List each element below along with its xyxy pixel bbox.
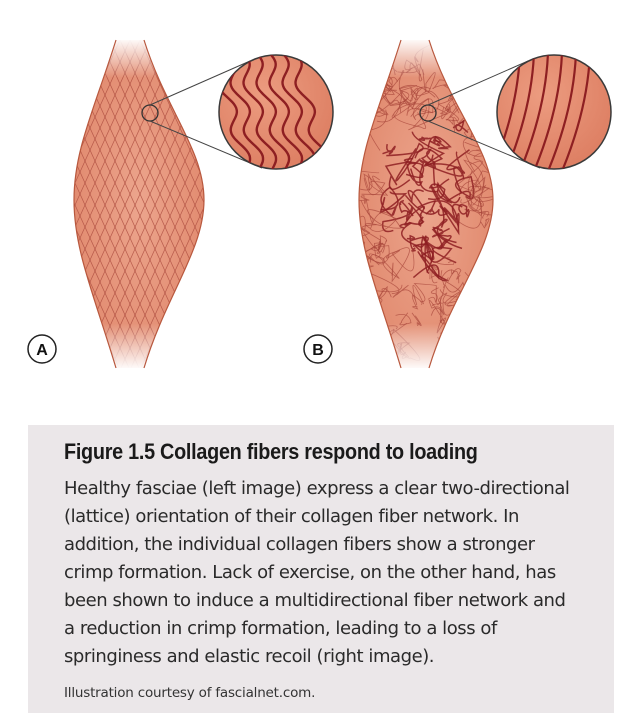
illustration-credit: Illustration courtesy of fascialnet.com. — [64, 685, 316, 701]
panel-label-a: A — [27, 334, 57, 364]
disorganized-fascia-panel: B — [303, 39, 612, 369]
svg-text:A: A — [36, 342, 48, 359]
collagen-illustration: A B — [27, 39, 612, 369]
panel-label-b: B — [303, 334, 333, 364]
tissue-outline-b — [358, 39, 494, 369]
svg-text:B: B — [312, 342, 324, 359]
figure-description: Healthy fasciae (left image) express a c… — [64, 478, 570, 667]
figure-title: Figure 1.5 Collagen fibers respond to lo… — [64, 439, 478, 464]
caption-box: Figure 1.5 Collagen fibers respond to lo… — [28, 425, 614, 713]
